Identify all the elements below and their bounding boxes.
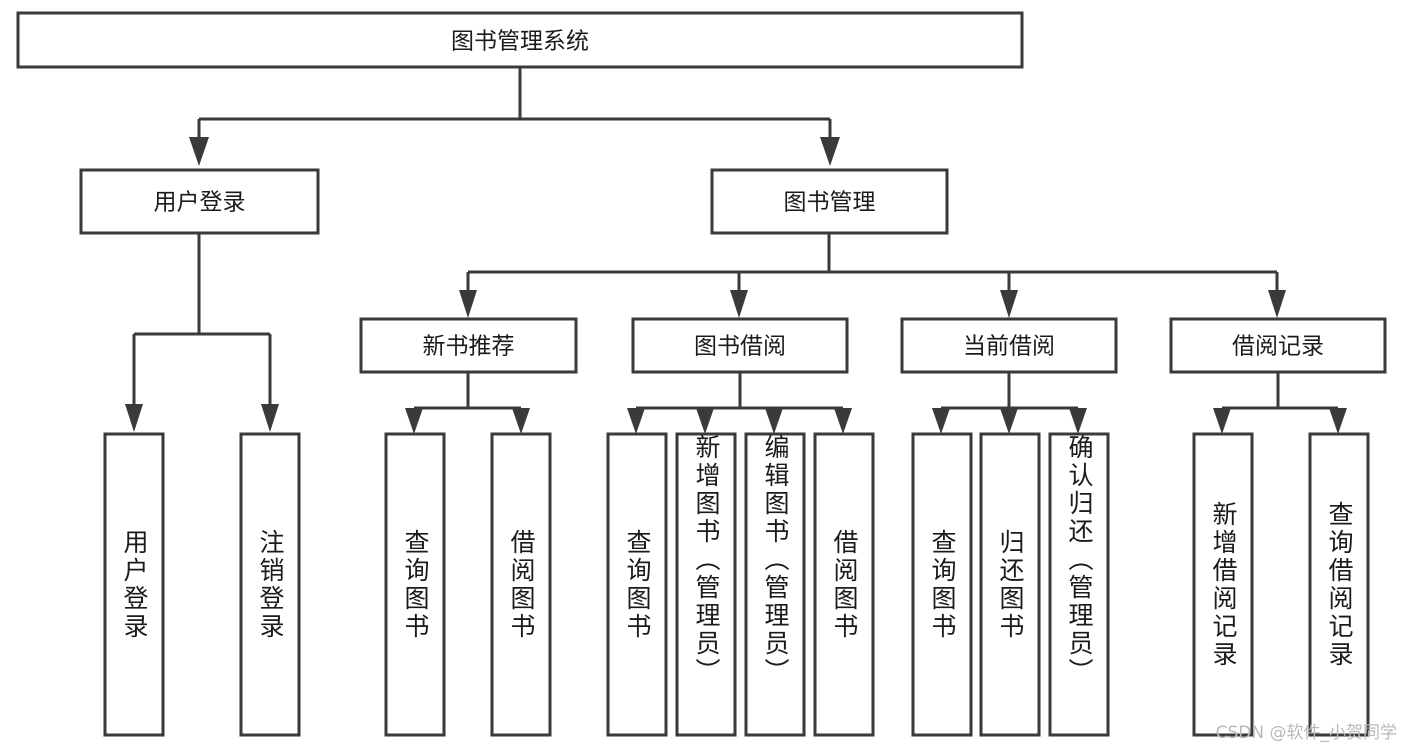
arrowhead-borrow-record-leaf-2	[1329, 408, 1347, 434]
arrowhead-book-borrow-leaf-4	[834, 408, 852, 434]
arrowhead-book-borrow-leaf-3	[765, 408, 783, 434]
arrowhead-root-to-book-manage	[820, 137, 840, 166]
leaf-box-book-borrow-4[interactable]	[813, 432, 875, 737]
arrowhead-to-current-borrow	[1000, 290, 1018, 318]
node-root-label: 图书管理系统	[451, 29, 589, 55]
leaf-box-current-borrow-2[interactable]	[979, 432, 1041, 737]
leaf-box-book-borrow-1[interactable]	[606, 432, 668, 737]
node-book-borrow[interactable]	[631, 317, 849, 374]
leaf-box-new-book-1[interactable]	[384, 432, 446, 737]
leaf-box-book-borrow-3[interactable]	[744, 432, 806, 737]
leaf-box-user-login-1[interactable]	[103, 432, 165, 737]
arrowhead-user-login-leaf-2	[261, 404, 279, 432]
node-current-borrow[interactable]	[900, 317, 1118, 374]
node-new-book-recommend[interactable]	[359, 317, 578, 374]
leaf-box-book-borrow-2[interactable]	[675, 432, 737, 737]
arrowhead-book-borrow-leaf-1	[627, 408, 645, 434]
arrowhead-current-borrow-leaf-2	[1000, 408, 1018, 434]
arrowhead-current-borrow-leaf-1	[932, 408, 950, 434]
arrowhead-to-new-book-recommend	[459, 290, 477, 318]
node-root[interactable]	[16, 11, 1024, 69]
leaf-box-current-borrow-3[interactable]	[1048, 432, 1110, 737]
arrowhead-to-book-borrow	[730, 290, 748, 318]
node-current-borrow-label: 当前借阅	[963, 334, 1055, 360]
leaf-box-current-borrow-1[interactable]	[911, 432, 973, 737]
arrowhead-new-book-leaf-2	[512, 408, 530, 434]
leaf-box-new-book-2[interactable]	[490, 432, 552, 737]
arrowhead-user-login-leaf-1	[125, 404, 143, 432]
arrowhead-to-borrow-record	[1268, 290, 1286, 318]
leaf-box-borrow-record-2[interactable]	[1308, 432, 1370, 737]
node-borrow-record-label: 借阅记录	[1232, 334, 1324, 360]
node-user-login-label: 用户登录	[154, 190, 246, 216]
arrowhead-book-borrow-leaf-2	[696, 408, 714, 434]
leaf-box-borrow-record-1[interactable]	[1192, 432, 1254, 737]
node-book-borrow-label: 图书借阅	[694, 334, 786, 360]
node-book-manage-label: 图书管理	[784, 190, 876, 216]
leaf-box-user-login-2[interactable]	[239, 432, 301, 737]
node-book-manage[interactable]	[710, 168, 949, 235]
node-borrow-record[interactable]	[1169, 317, 1387, 374]
node-new-book-recommend-label: 新书推荐	[423, 334, 515, 360]
arrowhead-borrow-record-leaf-1	[1213, 408, 1231, 434]
arrowhead-root-to-user-login	[189, 137, 209, 166]
arrowhead-current-borrow-leaf-3	[1069, 408, 1087, 434]
arrowhead-new-book-leaf-1	[405, 408, 423, 434]
